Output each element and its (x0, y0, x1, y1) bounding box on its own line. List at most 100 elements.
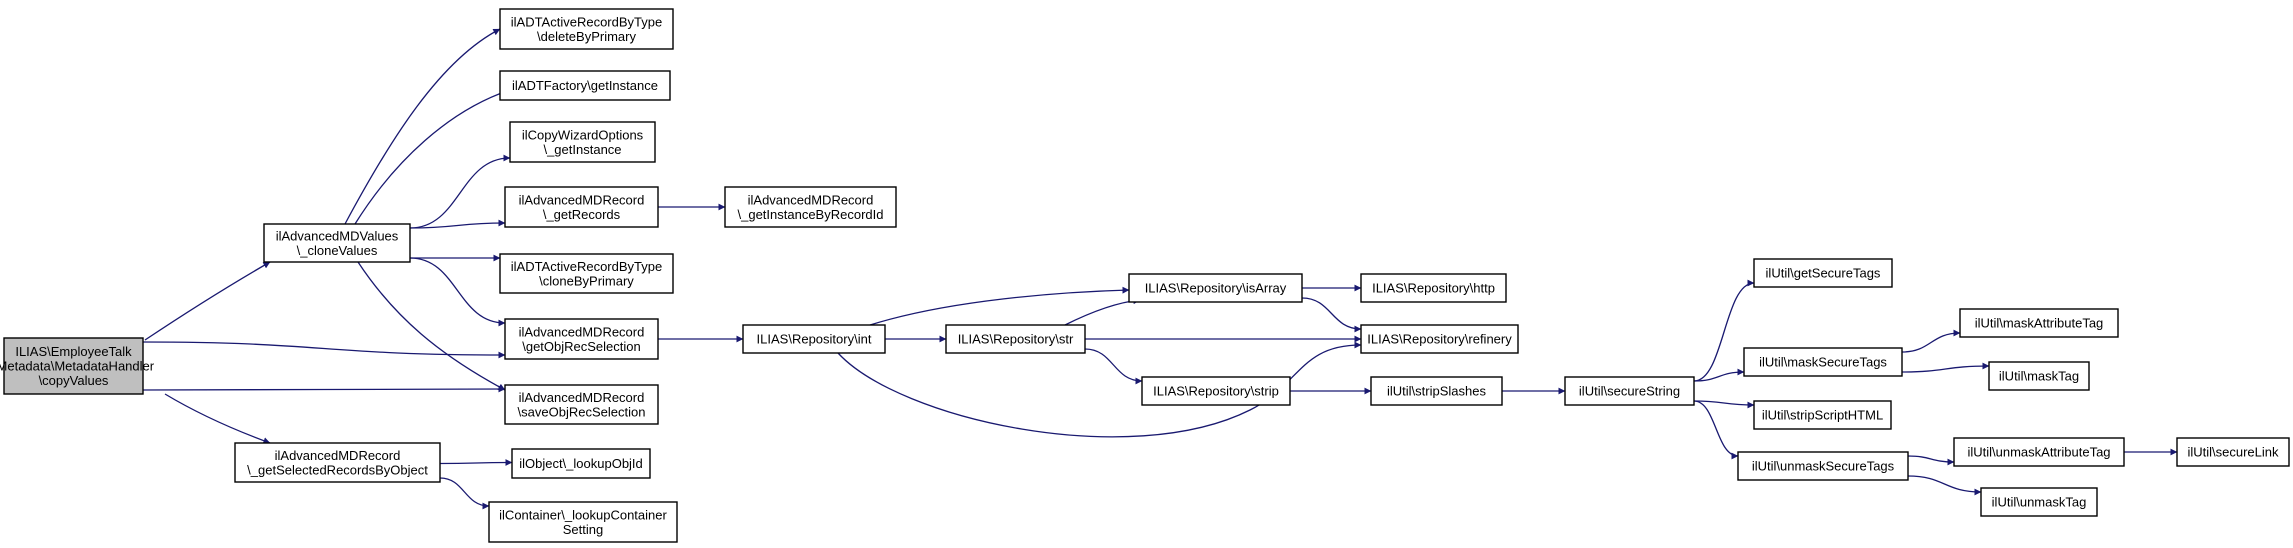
node-box (1959, 308, 2119, 338)
node-repo-refinery[interactable]: ILIAS\Repository\refinery (1360, 324, 1519, 354)
node-box (1988, 361, 2090, 391)
node-label-line: ilUtil\unmaskTag (1992, 495, 2087, 510)
edge-clone-values-to-save-obj-rec-selection (357, 261, 506, 391)
node-get-instance-by-record-id[interactable]: ilAdvancedMDRecord\_getInstanceByRecordI… (724, 186, 897, 228)
node-label-line: Setting (563, 522, 603, 537)
node-label-line: ilUtil\stripScriptHTML (1762, 408, 1883, 423)
edge-repo-is-array-to-repo-refinery (1301, 297, 1362, 333)
node-box (1564, 376, 1695, 406)
node-mask-attribute-tag[interactable]: ilUtil\maskAttributeTag (1959, 308, 2119, 338)
node-label-line: ILIAS\Repository\isArray (1145, 281, 1287, 296)
edge-get-selected-records-to-lookup-obj-id (439, 459, 513, 467)
edge-repo-str-to-repo-is-array (1064, 297, 1141, 326)
node-label-line: \_cloneValues (297, 243, 378, 258)
node-box (724, 186, 897, 228)
edge-get-selected-records-to-lookup-container-setting (439, 477, 490, 510)
node-secure-string[interactable]: ilUtil\secureString (1564, 376, 1695, 406)
node-label-line: ilAdvancedMDRecord (748, 192, 874, 207)
edge-repo-int-to-repo-is-array (869, 286, 1130, 326)
node-box (499, 70, 671, 101)
node-repo-str[interactable]: ILIAS\Repository\str (945, 324, 1086, 354)
edge-repo-int-to-repo-refinery (837, 341, 1362, 438)
node-box (1360, 273, 1507, 303)
edge-root-to-clone-values (144, 261, 271, 341)
node-unmask-secure-tags[interactable]: ilUtil\unmaskSecureTags (1737, 451, 1909, 481)
node-label-line: ilUtil\maskSecureTags (1759, 355, 1887, 370)
node-label-line: ILIAS\Repository\http (1372, 281, 1495, 296)
node-box (1360, 324, 1519, 354)
edge-secure-string-to-unmask-secure-tags (1693, 400, 1739, 460)
node-box (1370, 376, 1503, 406)
edge-clone-values-to-get-records (409, 219, 506, 229)
node-clone-by-primary[interactable]: ilADTActiveRecordByType\cloneByPrimary (499, 253, 674, 294)
node-box (1737, 451, 1909, 481)
node-repo-strip[interactable]: ILIAS\Repository\strip (1141, 376, 1291, 406)
node-box (3, 337, 144, 395)
node-label-line: ilADTFactory\getInstance (512, 78, 658, 93)
node-label-line: ilADTActiveRecordByType (511, 259, 662, 274)
node-box (504, 384, 659, 425)
node-label-line: ILIAS\Repository\strip (1153, 384, 1279, 399)
node-box (1743, 347, 1903, 377)
node-box (1980, 487, 2098, 517)
node-label-line: ilUtil\getSecureTags (1766, 266, 1881, 281)
edge-secure-string-to-strip-script-html (1693, 400, 1755, 409)
node-clone-values[interactable]: ilAdvancedMDValues\_cloneValues (263, 223, 411, 263)
node-repo-int[interactable]: ILIAS\Repository\int (742, 324, 886, 354)
edge-secure-string-to-mask-secure-tags (1693, 368, 1745, 382)
node-box (263, 223, 411, 263)
node-box (504, 186, 659, 228)
edge-unmask-secure-tags-to-unmask-tag (1907, 475, 1982, 496)
node-root[interactable]: ILIAS\EmployeeTalk\Metadata\MetadataHand… (0, 337, 155, 395)
node-label-line: \deleteByPrimary (537, 29, 636, 44)
node-label-line: ilCopyWizardOptions (522, 127, 644, 142)
node-label-line: ILIAS\Repository\str (958, 332, 1074, 347)
node-repo-http[interactable]: ILIAS\Repository\http (1360, 273, 1507, 303)
node-delete-by-primary[interactable]: ilADTActiveRecordByType\deleteByPrimary (499, 8, 674, 50)
edge-clone-values-to-factory-get-instance (354, 88, 511, 225)
node-label-line: ilUtil\unmaskSecureTags (1752, 459, 1895, 474)
node-mask-secure-tags[interactable]: ilUtil\maskSecureTags (1743, 347, 1903, 377)
node-label-line: ilContainer\_lookupContainer (499, 507, 667, 522)
node-get-selected-records[interactable]: ilAdvancedMDRecord\_getSelectedRecordsBy… (234, 442, 441, 483)
node-get-records[interactable]: ilAdvancedMDRecord\_getRecords (504, 186, 659, 228)
node-unmask-tag[interactable]: ilUtil\unmaskTag (1980, 487, 2098, 517)
nodes-layer: ILIAS\EmployeeTalk\Metadata\MetadataHand… (0, 8, 2290, 543)
node-label-line: ilAdvancedMDRecord (519, 390, 645, 405)
edge-repo-str-to-repo-strip (1084, 348, 1143, 385)
node-lookup-obj-id[interactable]: ilObject\_lookupObjId (511, 448, 651, 479)
node-unmask-attribute-tag[interactable]: ilUtil\unmaskAttributeTag (1953, 437, 2125, 467)
edge-root-to-save-obj-rec-selection (142, 385, 506, 393)
node-strip-slashes[interactable]: ilUtil\stripSlashes (1370, 376, 1503, 406)
edge-mask-secure-tags-to-mask-attribute-tag (1901, 329, 1961, 353)
node-label-line: \cloneByPrimary (539, 273, 634, 288)
node-label-line: ilUtil\secureString (1579, 384, 1680, 399)
node-label-line: ILIAS\EmployeeTalk (15, 344, 132, 359)
node-mask-tag[interactable]: ilUtil\maskTag (1988, 361, 2090, 391)
node-repo-is-array[interactable]: ILIAS\Repository\isArray (1128, 273, 1303, 303)
edge-unmask-secure-tags-to-unmask-attribute-tag (1907, 455, 1955, 466)
node-label-line: ilObject\_lookupObjId (519, 456, 643, 471)
node-label-line: \getObjRecSelection (522, 339, 641, 354)
node-box (1128, 273, 1303, 303)
edge-root-to-get-selected-records (164, 393, 271, 444)
node-label-line: ilAdvancedMDRecord (519, 192, 645, 207)
node-label-line: ilAdvancedMDValues (276, 228, 399, 243)
node-label-line: \_getInstanceByRecordId (738, 207, 884, 222)
node-label-line: \_getInstance (543, 142, 621, 157)
node-secure-link[interactable]: ilUtil\secureLink (2176, 437, 2290, 467)
edge-clone-values-to-copy-wizard-get-instance (409, 154, 511, 229)
node-label-line: ilAdvancedMDRecord (275, 448, 401, 463)
node-save-obj-rec-selection[interactable]: ilAdvancedMDRecord\saveObjRecSelection (504, 384, 659, 425)
node-factory-get-instance[interactable]: ilADTFactory\getInstance (499, 70, 671, 101)
node-box (945, 324, 1086, 354)
node-strip-script-html[interactable]: ilUtil\stripScriptHTML (1753, 400, 1892, 430)
node-label-line: ILIAS\Repository\refinery (1367, 332, 1512, 347)
node-box (1753, 400, 1892, 430)
node-box (1953, 437, 2125, 467)
node-copy-wizard-get-instance[interactable]: ilCopyWizardOptions\_getInstance (509, 121, 656, 163)
node-get-obj-rec-selection[interactable]: ilAdvancedMDRecord\getObjRecSelection (504, 318, 659, 360)
node-get-secure-tags[interactable]: ilUtil\getSecureTags (1753, 258, 1893, 288)
